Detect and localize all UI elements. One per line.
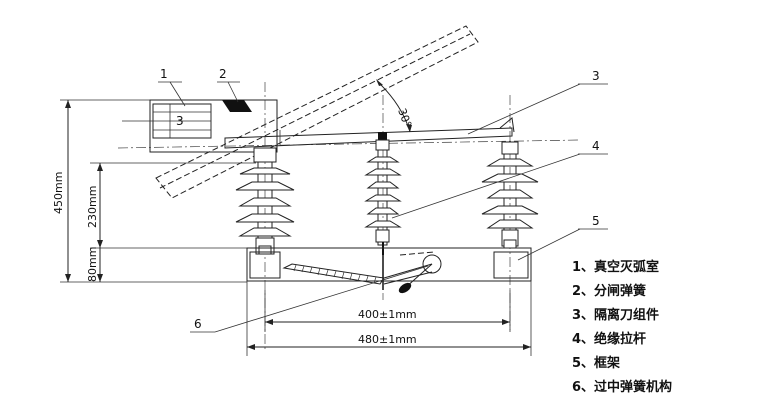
frame [246, 247, 532, 290]
left-insulator [235, 147, 295, 255]
isolating-blade-open [155, 25, 479, 199]
centerlines [117, 82, 581, 352]
callout-1: 1 [160, 67, 168, 81]
horizontal-dimensions: 400±1mm 480±1mm [246, 290, 532, 356]
height-80-label: 80mm [86, 247, 99, 282]
height-230-label: 230mm [86, 186, 99, 228]
vacuum-interrupter [122, 99, 278, 153]
callout-2: 2 [219, 67, 227, 81]
isolating-blade-closed [224, 117, 515, 149]
angle-label: 30° [395, 107, 414, 130]
callout-3: 3 [592, 69, 600, 83]
height-450-label: 450mm [52, 172, 65, 214]
callout-3-inner: 3 [176, 114, 184, 128]
right-insulator [481, 141, 539, 249]
width-400-label: 400±1mm [358, 308, 417, 321]
callout-5: 5 [592, 214, 600, 228]
legend-item-5: 5、框架 [572, 355, 620, 371]
legend-item-3: 3、隔离刀组件 [572, 307, 659, 323]
over-center-spring-mechanism [282, 251, 442, 294]
angle-indicator: 30° [376, 79, 414, 133]
width-480-label: 480±1mm [358, 333, 417, 346]
callout-6: 6 [194, 317, 202, 331]
vertical-dimensions: 450mm 230mm 80mm [52, 99, 256, 283]
legend-item-1: 1、真空灭弧室 [572, 259, 659, 275]
opening-spring [222, 100, 252, 112]
legend-item-6: 6、过中弹簧机构 [572, 379, 672, 395]
callout-4: 4 [592, 139, 600, 153]
legend-item-4: 4、绝缘拉杆 [572, 331, 646, 347]
parts-legend: 1、真空灭弧室 2、分闸弹簧 3、隔离刀组件 4、绝缘拉杆 5、框架 6、过中弹… [572, 259, 672, 395]
callouts: 1 2 3 3 4 5 6 [158, 67, 608, 333]
legend-item-2: 2、分闸弹簧 [572, 283, 646, 299]
